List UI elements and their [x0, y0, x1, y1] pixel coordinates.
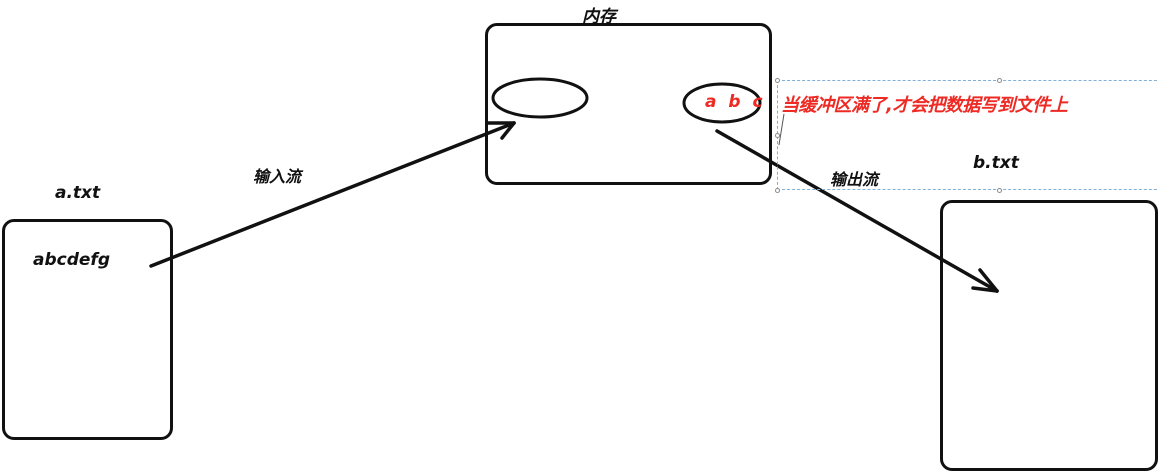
resize-handle-mid-left[interactable] [775, 133, 780, 138]
input-buffer-oval [491, 77, 589, 119]
resize-handle-bottom-left[interactable] [775, 188, 780, 193]
source-file-box [2, 219, 173, 440]
input-stream-label: 输入流 [253, 167, 302, 186]
dest-file-box [940, 200, 1158, 471]
source-file-content: abcdefg [33, 250, 110, 270]
resize-handle-top-left[interactable] [775, 78, 780, 83]
resize-handle-top-mid[interactable] [997, 78, 1002, 83]
resize-handle-bottom-mid[interactable] [997, 188, 1002, 193]
memory-box [485, 23, 772, 185]
output-stream-arrow [715, 129, 999, 293]
input-stream-arrow [149, 121, 516, 268]
callout-tick [778, 113, 785, 146]
source-file-name: a.txt [55, 183, 101, 203]
output-buffer-oval [682, 82, 762, 124]
buffer-annotation: 当缓冲区满了,才会把数据写到文件上 [781, 95, 1068, 116]
output-stream-label: 输出流 [830, 170, 879, 189]
memory-title: 内存 [582, 7, 616, 27]
dest-file-name: b.txt [973, 153, 1019, 173]
output-buffer-content: a b c [705, 92, 766, 112]
